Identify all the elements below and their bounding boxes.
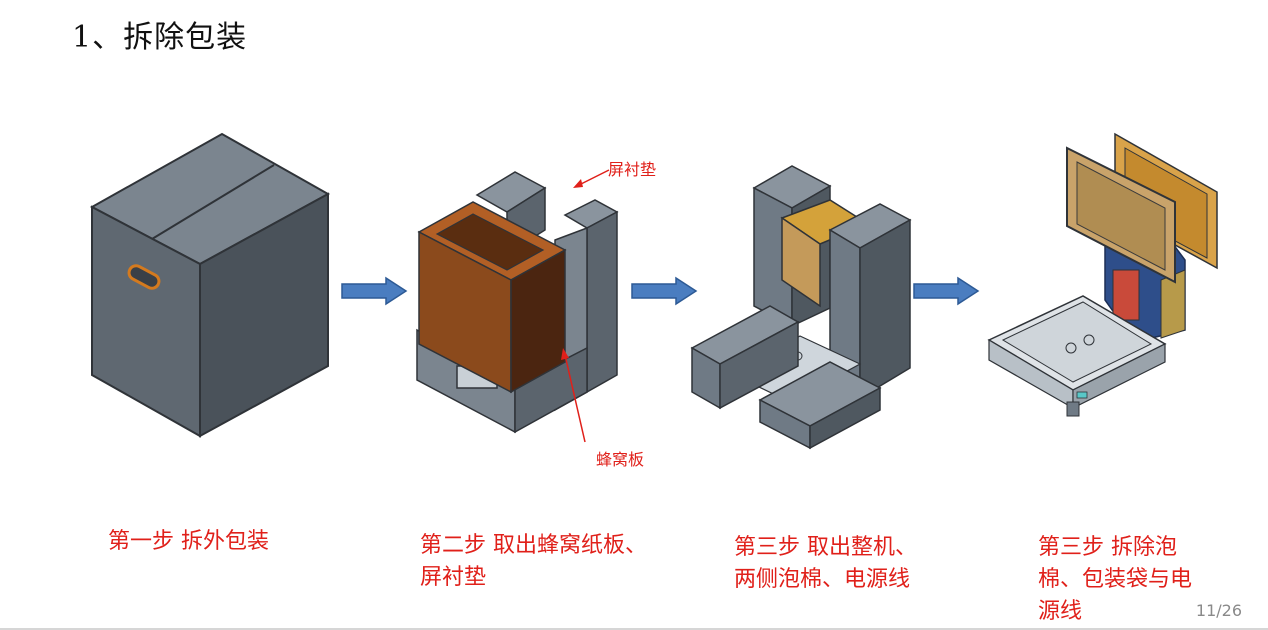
step2-label: 第二步 取出蜂窝纸板、 屏衬垫	[420, 533, 647, 590]
closed-box-illustration	[89, 132, 331, 438]
page-number: 11/26	[1195, 601, 1242, 620]
arrow-step1-to-step2	[341, 276, 408, 306]
arrow-step3-to-step4	[913, 276, 980, 306]
step3-label: 第三步 取出整机、 两侧泡棉、电源线	[734, 535, 917, 592]
slide-title: 1、拆除包装	[72, 20, 248, 55]
step1-label: 第一步 拆外包装	[108, 529, 269, 554]
step4-label: 第三步 拆除泡 棉、包装袋与电 源线	[1038, 535, 1193, 624]
footer-divider	[0, 628, 1268, 630]
arrow-step2-to-step3	[631, 276, 698, 306]
callout-honeycomb-board: 蜂窝板	[596, 450, 645, 469]
unpacked-scale-illustration	[987, 132, 1218, 417]
honeycomb-board-illustration	[416, 169, 619, 443]
foam-removal-illustration	[690, 165, 912, 450]
callout-screen-pad: 屏衬垫	[608, 160, 657, 179]
